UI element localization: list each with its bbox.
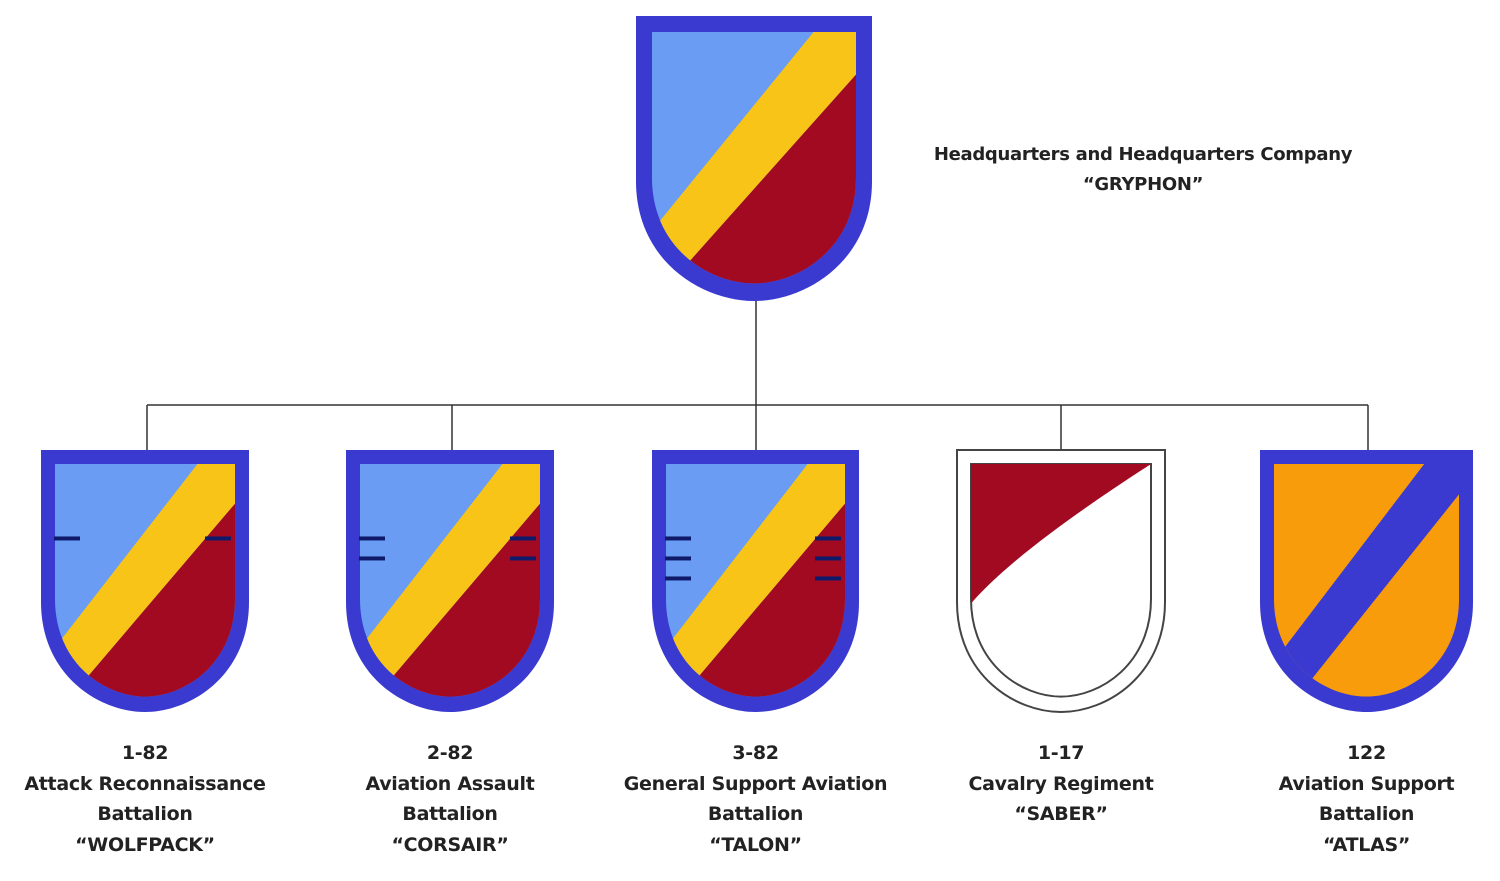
- unit-name: Attack Reconnaissance: [24, 772, 266, 795]
- hash-mark-left: [665, 556, 691, 561]
- hq-title: Headquarters and Headquarters Company: [933, 144, 1353, 165]
- unit-designation: 3-82: [732, 742, 779, 764]
- gold-bend: [360, 464, 540, 690]
- unit-name: Aviation Assault: [365, 772, 535, 795]
- maroon-field: [381, 501, 540, 697]
- shields: [41, 16, 1473, 714]
- unit-designation: 1-17: [1037, 742, 1085, 764]
- unit-designation: 1-82: [121, 742, 169, 764]
- unit-name: Cavalry Regiment: [968, 772, 1154, 795]
- unit-name: Battalion: [707, 803, 804, 825]
- unit-shield: [1260, 450, 1473, 712]
- hash-mark-right: [815, 576, 841, 581]
- hash-mark-left: [359, 556, 385, 561]
- hash-mark-left: [54, 536, 80, 541]
- maroon-field: [76, 501, 235, 697]
- gold-bend: [666, 464, 845, 690]
- unit-name: Battalion: [1318, 803, 1415, 825]
- unit-designation: 2-82: [426, 742, 474, 764]
- hq-nickname: “GRYPHON”: [1082, 174, 1204, 195]
- hash-mark-right: [510, 536, 536, 541]
- connector-lines: [146, 300, 1369, 451]
- unit-name: General Support Aviation: [623, 772, 888, 795]
- unit-nickname: “TALON”: [709, 833, 802, 856]
- unit-nickname: “SABER”: [1014, 803, 1108, 825]
- unit-name: Aviation Support: [1278, 772, 1455, 795]
- blue-bend: [1274, 464, 1459, 697]
- maroon-field: [971, 464, 1151, 604]
- unit-designation: 122: [1347, 742, 1386, 764]
- unit-name: Battalion: [97, 803, 193, 825]
- unit-nickname: “CORSAIR”: [391, 833, 509, 856]
- unit-name: Battalion: [402, 803, 498, 825]
- unit-shield: [956, 449, 1166, 714]
- unit-shield: [41, 450, 249, 712]
- unit-nickname: “ATLAS”: [1322, 833, 1411, 856]
- hash-mark-left: [359, 536, 385, 541]
- hash-mark-left: [665, 536, 691, 541]
- unit-shield: [346, 450, 554, 712]
- hash-mark-left: [665, 576, 691, 581]
- maroon-field: [687, 501, 845, 697]
- hash-mark-right: [205, 536, 231, 541]
- gold-bend: [652, 32, 856, 276]
- unit-shield: [652, 450, 859, 712]
- gold-bend: [55, 464, 235, 690]
- hq-label: Headquarters and Headquarters Company “G…: [903, 140, 1383, 200]
- hash-mark-right: [815, 556, 841, 561]
- hash-mark-right: [815, 536, 841, 541]
- hash-mark-right: [510, 556, 536, 561]
- maroon-field: [676, 72, 856, 284]
- hq-shield: [636, 16, 872, 301]
- unit-nickname: “WOLFPACK”: [75, 833, 215, 856]
